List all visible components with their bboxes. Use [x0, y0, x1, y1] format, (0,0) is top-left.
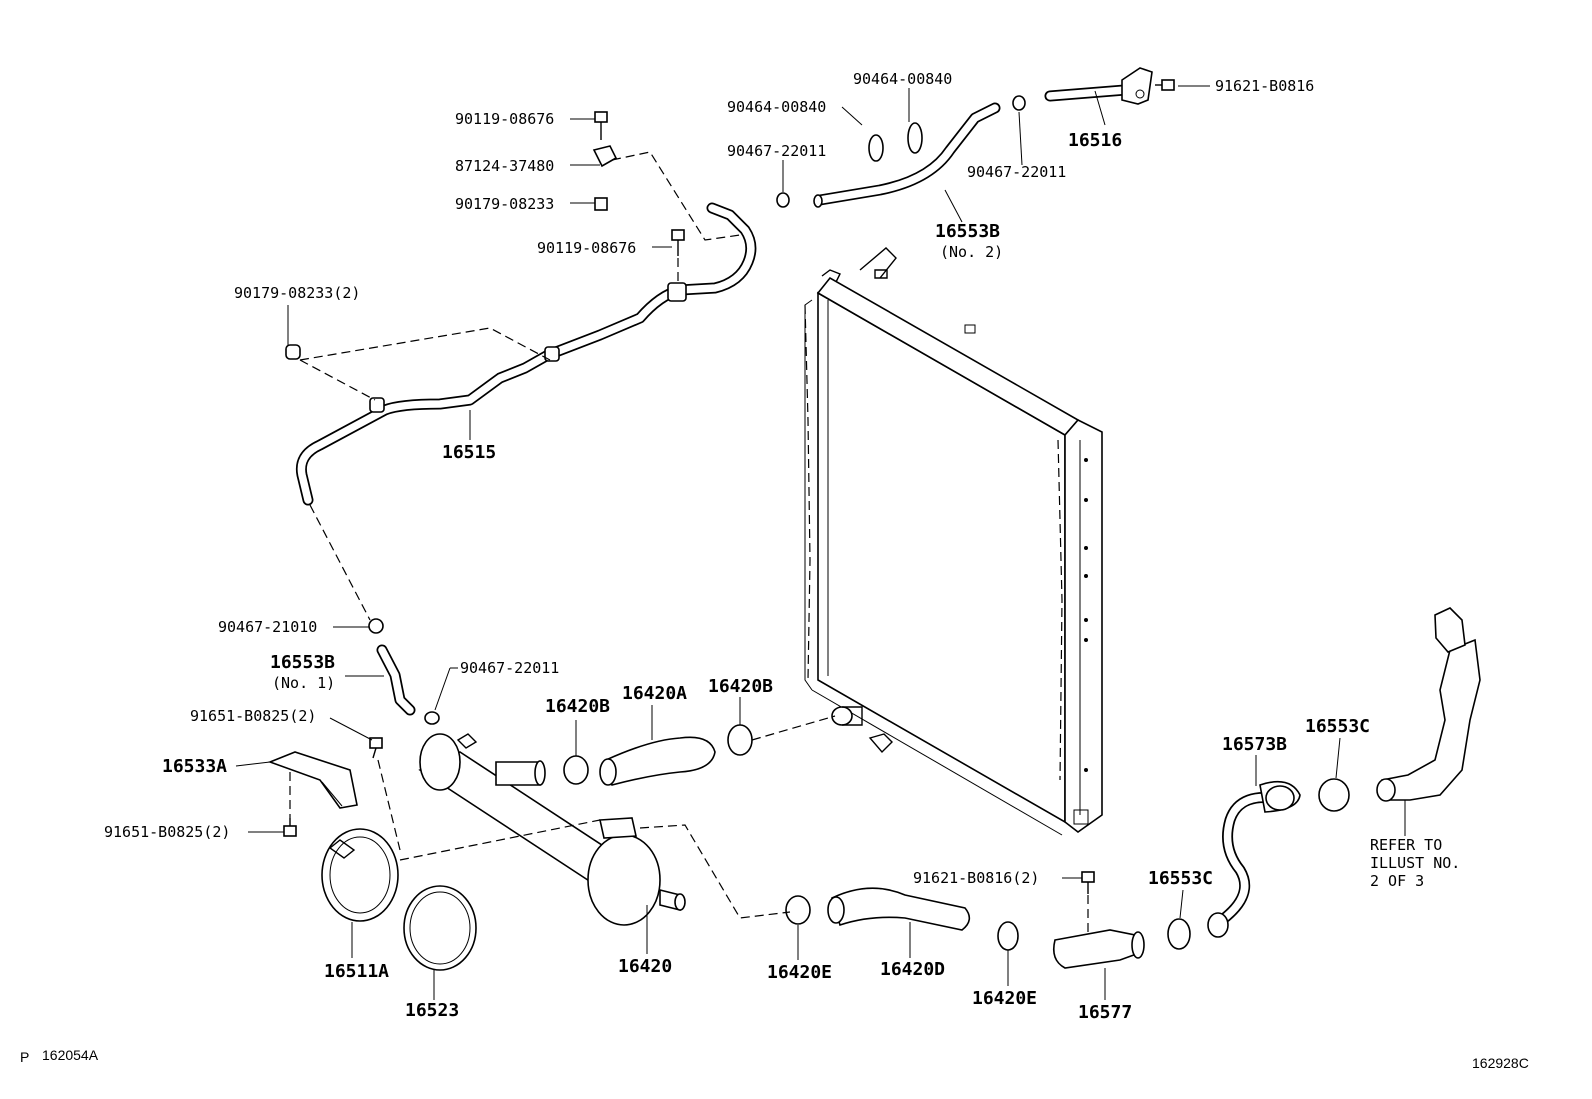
label-16420e-left: 16420E: [767, 962, 832, 983]
label-87124-37480: 87124-37480: [455, 157, 554, 175]
oil-cooler-pipe-16515: [295, 202, 757, 506]
label-16553b-no1: 16553B: [270, 652, 335, 673]
label-16523: 16523: [405, 1000, 459, 1021]
label-91651-b0825-top: 91651-B0825(2): [190, 707, 316, 725]
pipe-16577: [1052, 929, 1145, 969]
label-16511a: 16511A: [324, 961, 389, 982]
footer-right-code: 162928C: [1472, 1055, 1529, 1071]
label-16420b-right: 16420B: [708, 676, 773, 697]
label-91621-b0816-top: 91621-B0816: [1215, 77, 1314, 95]
hose-16420a: [599, 736, 716, 786]
label-90467-22011-left: 90467-22011: [460, 659, 559, 677]
hose-16553b-no2: [813, 102, 1001, 208]
label-16533a: 16533A: [162, 756, 227, 777]
label-refer-line1: REFER TO: [1370, 836, 1442, 854]
label-91621-b0816-2: 91621-B0816(2): [913, 869, 1039, 887]
label-16420: 16420: [618, 956, 672, 977]
leader-lines: [235, 85, 1406, 1000]
footer-left-code: 162054A: [42, 1047, 99, 1063]
label-16553b-no2: 16553B: [935, 221, 1000, 242]
label-refer-line2: ILLUST NO.: [1370, 854, 1460, 872]
label-91651-b0825-bottom: 91651-B0825(2): [104, 823, 230, 841]
part-labels: 90464-00840 90464-00840 91621-B0816 9011…: [104, 70, 1460, 1023]
label-16553b-no1-sub: (No. 1): [272, 674, 335, 692]
label-90467-21010: 90467-21010: [218, 618, 317, 636]
label-90119-08676-mid: 90119-08676: [537, 239, 636, 257]
clamps: [368, 95, 1350, 951]
footer-left-prefix: P: [20, 1049, 29, 1065]
oil-cooler-16420: [418, 733, 686, 926]
footer-codes: P 162054A 162928C: [20, 1047, 1529, 1071]
label-90464-00840-upper: 90464-00840: [853, 70, 952, 88]
radiator: [804, 247, 1103, 836]
label-16420d: 16420D: [880, 959, 945, 980]
pipe-refer-illust: [1376, 607, 1481, 802]
label-refer-line3: 2 OF 3: [1370, 872, 1424, 890]
label-16420a: 16420A: [622, 683, 687, 704]
label-16420e-right: 16420E: [972, 988, 1037, 1009]
fasteners: [283, 79, 1175, 894]
label-16553c-right: 16553C: [1305, 716, 1370, 737]
assembly-guide-lines: [289, 151, 1089, 935]
label-16553b-no2-sub: (No. 2): [940, 243, 1003, 261]
label-90464-00840-lower: 90464-00840: [727, 98, 826, 116]
label-90467-22011-right: 90467-22011: [967, 163, 1066, 181]
label-16573b: 16573B: [1222, 734, 1287, 755]
label-90179-08233-2: 90179-08233(2): [234, 284, 360, 302]
hose-16420d: [827, 887, 971, 931]
hose-16573b: [1207, 780, 1301, 938]
bracket-16533a: [267, 751, 358, 809]
label-16515: 16515: [442, 442, 496, 463]
band-16523: [403, 885, 477, 971]
label-90467-22011-top: 90467-22011: [727, 142, 826, 160]
band-16511a: [321, 828, 399, 922]
label-16577: 16577: [1078, 1002, 1132, 1023]
label-16553c-mid: 16553C: [1148, 868, 1213, 889]
label-16420b-left: 16420B: [545, 696, 610, 717]
label-90179-08233: 90179-08233: [455, 195, 554, 213]
label-90119-08676-top: 90119-08676: [455, 110, 554, 128]
pipe-16516: [1044, 67, 1153, 105]
label-16516: 16516: [1068, 130, 1122, 151]
